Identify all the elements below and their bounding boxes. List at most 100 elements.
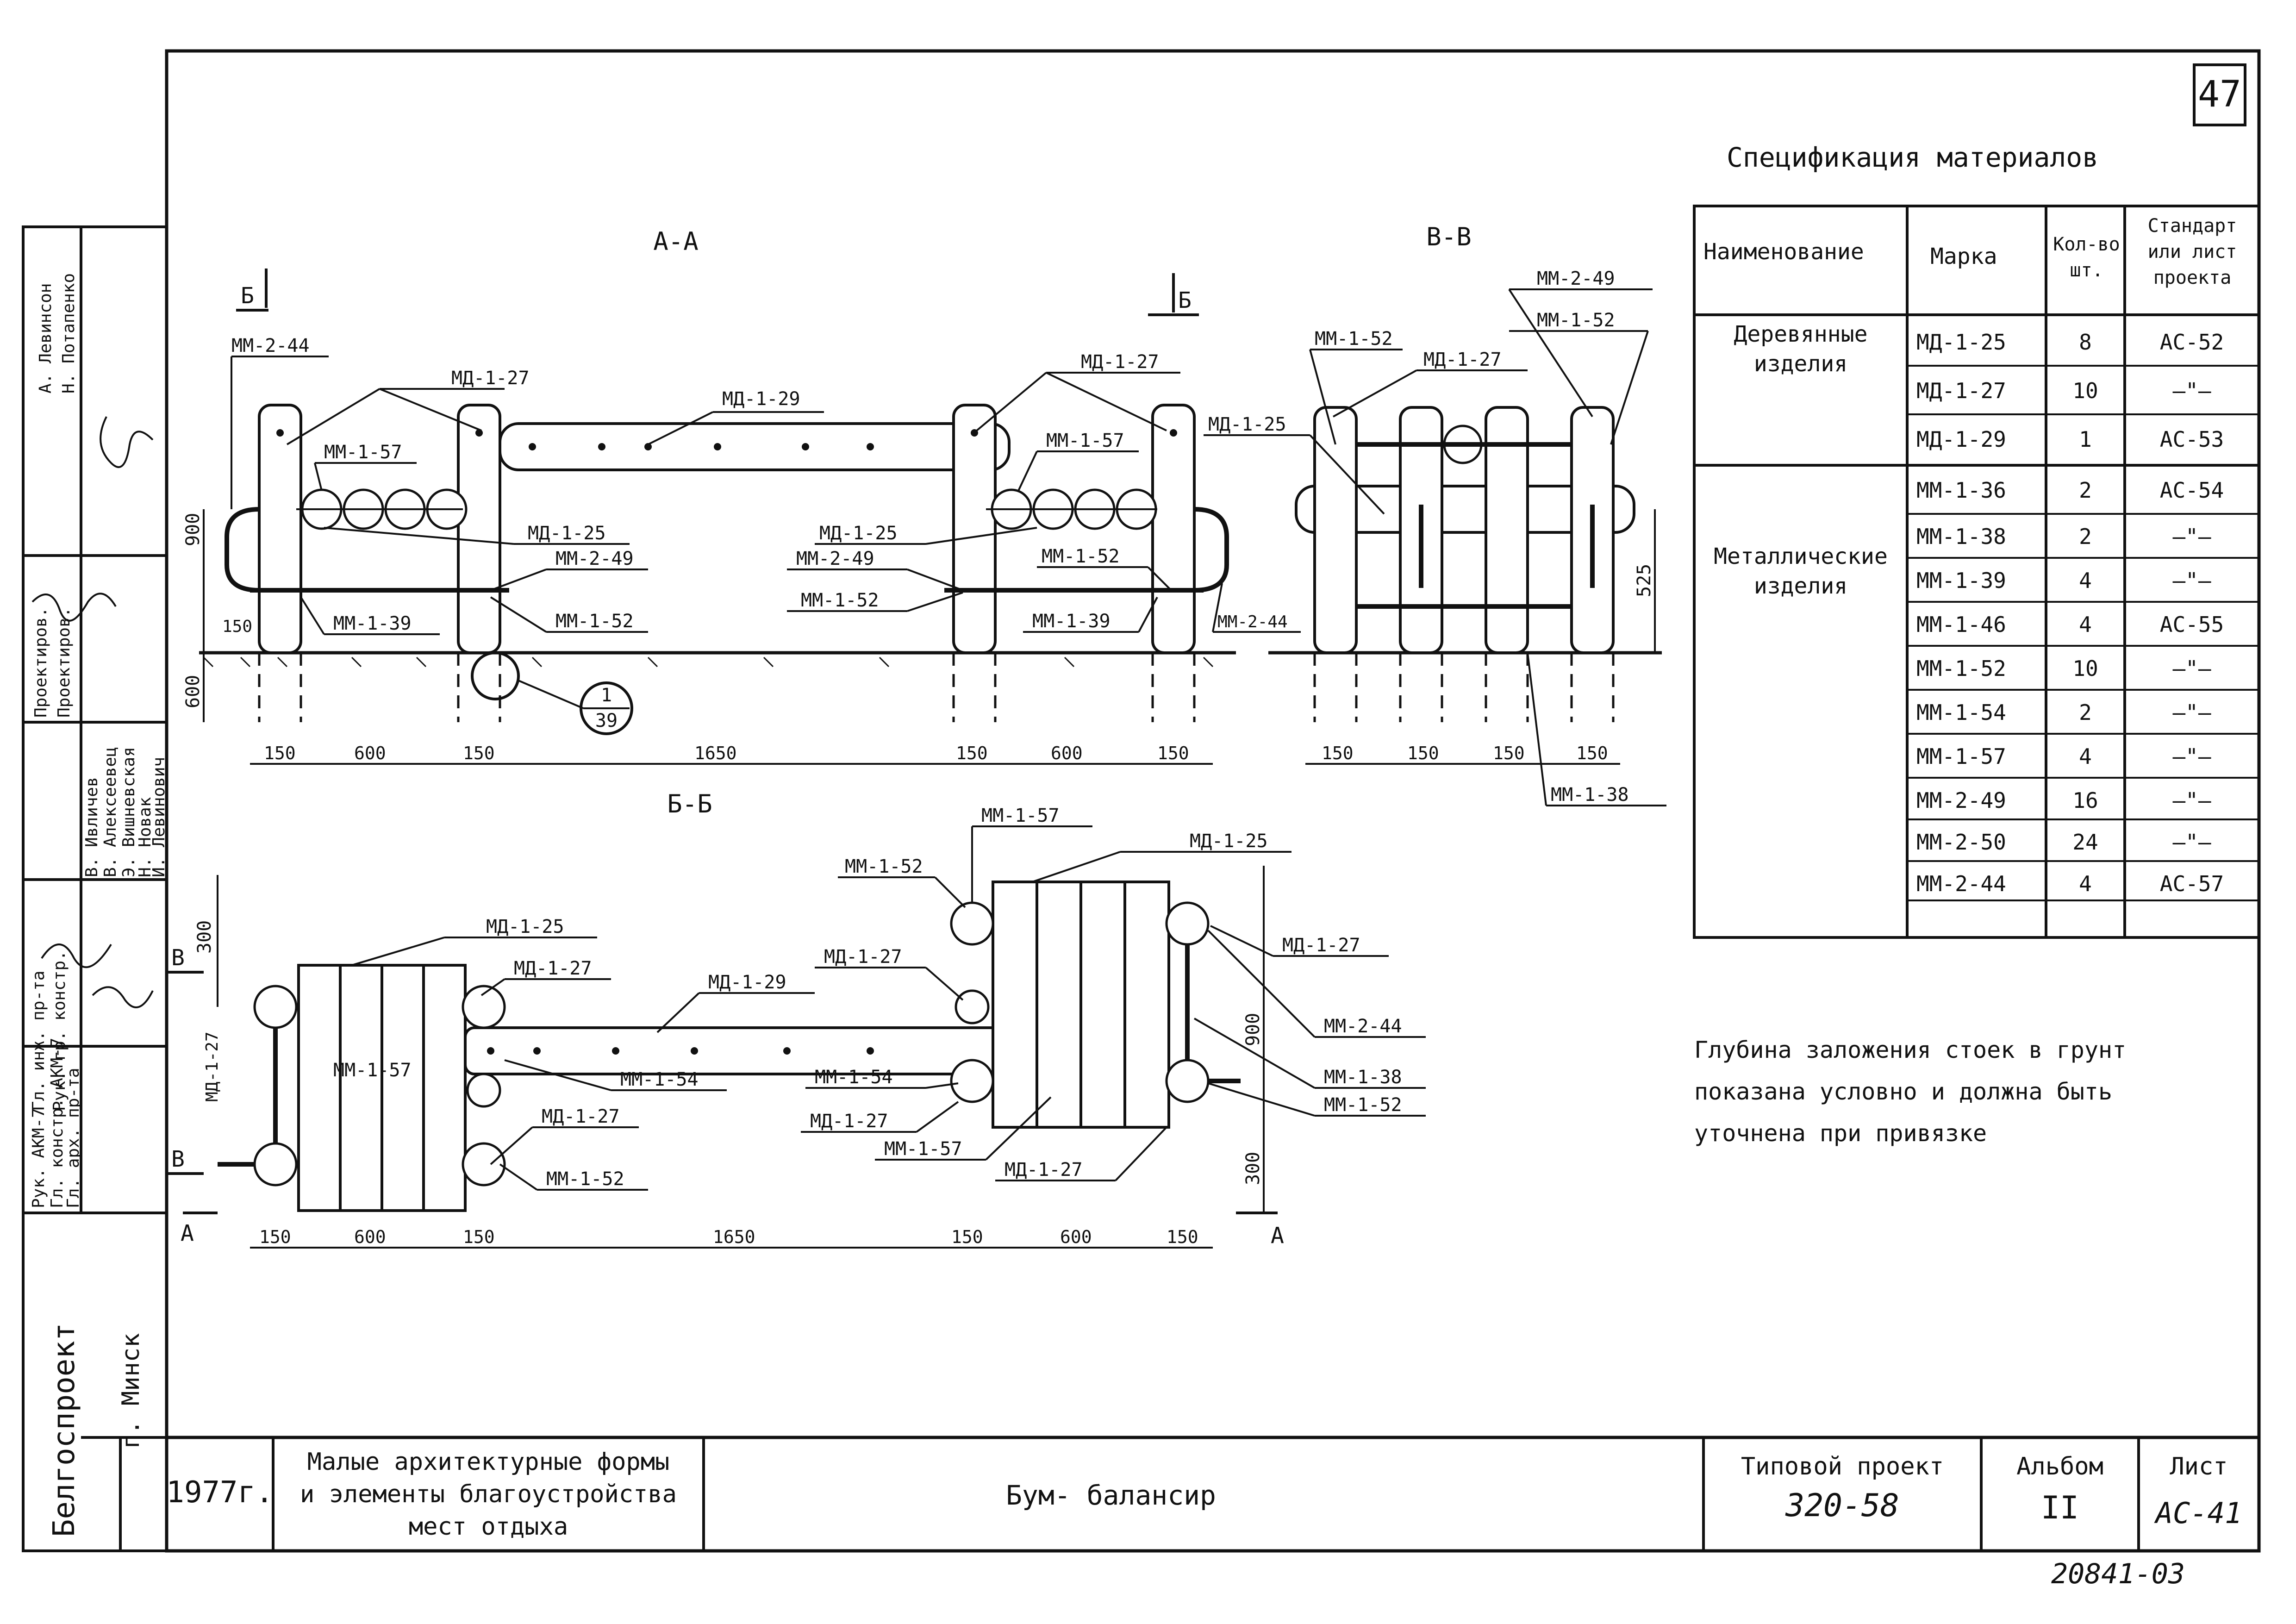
vv-label-md127: МД-1-27 [1423,349,1502,370]
spec-table: Спецификация материалов Наименование Мар… [1693,142,2260,939]
spec-group-wood: Деревянные изделия [1734,321,1868,377]
side-name-6: А. Левинсон [36,283,55,394]
bb-dim-300-b: 300 [1242,1152,1264,1185]
vv-dim-150-1: 150 [1322,743,1354,763]
spec-row-13-mark: ММ-2-44 [1916,871,2006,896]
tb-sheet-num: АС-41 [2154,1496,2242,1530]
aa-label-mm152-a: ММ-1-52 [555,611,634,632]
section-bb: Б-Б В В А [167,789,1426,1249]
spec-row-5-ref: —"— [2172,524,2211,549]
spec-group-metal: Металлические изделия [1714,543,1888,599]
side-role-7: Проектиров. [55,607,74,718]
marker-v-top: В [171,945,185,971]
bb-label-mm154-b: ММ-1-54 [815,1067,893,1088]
marker-a-right: А [1271,1223,1284,1249]
vv-dim-525: 525 [1634,564,1655,597]
spec-row-1-ref: АС-52 [2160,330,2224,355]
spec-row-11-qty: 16 [2072,788,2098,813]
bb-label-md127-b: МД-1-27 [542,1106,620,1127]
aa-label-mm249-b: ММ-2-49 [796,548,874,569]
signature-2 [100,416,154,468]
side-role-3: Гл. арх. пр-та [64,1068,83,1208]
bb-label-md125-b: МД-1-25 [1190,831,1268,852]
side-role-5: Рук. гр. констр. [50,950,69,1111]
aa-label-md127-b: МД-1-27 [1081,351,1159,373]
bb-label-md127-side: МД-1-27 [203,1031,222,1102]
aa-label-md125-a: МД-1-25 [528,523,606,544]
bb-dim-150-1: 150 [259,1227,291,1247]
bb-label-md127-f: МД-1-27 [1282,935,1360,956]
bb-label-mm152-a: ММ-1-52 [546,1168,624,1190]
bb-label-mm244: ММ-2-44 [1324,1016,1402,1037]
spec-row-6-ref: —"— [2172,568,2211,593]
tb-album-label: Альбом [2016,1453,2103,1480]
bb-label-mm157-b: ММ-1-57 [981,805,1060,826]
tb-album-num: II [2041,1490,2079,1526]
tb-desc-3: мест отдыха [409,1513,568,1541]
spec-row-12-qty: 24 [2072,830,2098,855]
tb-name: Бум- балансир [1006,1480,1216,1511]
spec-row-10-mark: ММ-1-57 [1916,744,2006,769]
aa-dim-150-top: 150 [222,617,252,636]
spec-row-9-mark: ММ-1-54 [1916,700,2006,725]
vv-label-mm249: ММ-2-49 [1537,268,1615,289]
detail-sheet: 39 [595,710,618,731]
vv-label-mm152: ММ-1-52 [1537,310,1615,331]
section-aa: А-А Б Б [182,227,1301,765]
spec-row-5-mark: ММ-1-38 [1916,524,2006,549]
side-role-2: Гл. констр. АКМ-7 [48,1038,67,1208]
bb-label-md127-a: МД-1-27 [514,958,592,979]
spec-row-13-ref: АС-57 [2160,871,2224,896]
aa-dim-1650: 1650 [694,743,737,763]
spec-row-3-ref: АС-53 [2160,427,2224,452]
spec-row-2-mark: МД-1-27 [1916,378,2006,403]
bb-label-md127-c: МД-1-27 [824,946,902,968]
section-aa-title: А-А [653,227,699,256]
spec-row-9-qty: 2 [2079,700,2092,725]
section-vv: В-В ММ-2-49 ММ-1-52 ММ-1-52 МД-1-27 МД-1… [1204,222,1666,806]
spec-row-6-mark: ММ-1-39 [1916,568,2006,593]
note-line-1: Глубина заложения стоек в грунт [1694,1037,2126,1063]
bb-dim-1650: 1650 [713,1227,755,1247]
marker-b-right: Б [1178,287,1192,313]
aa-label-mm244-b: ММ-2-44 [1217,612,1288,631]
aa-dim-600-1: 600 [354,743,386,763]
aa-dim-600-2: 600 [1051,743,1083,763]
aa-label-md129: МД-1-29 [722,388,800,410]
spec-row-2-qty: 10 [2072,378,2098,403]
vv-dim-150-4: 150 [1576,743,1608,763]
bb-label-md129: МД-1-29 [708,972,786,993]
side-org: Белгоспроект [47,1323,81,1537]
signature-4 [92,986,154,1008]
side-role-6: Проектиров. [31,607,50,718]
archive-stamp: 20841-03 [2051,1558,2185,1590]
bb-label-mm152-b: ММ-1-52 [845,856,923,877]
spec-header-mark: Марка [1930,244,1997,269]
spec-row-10-ref: —"— [2172,744,2211,769]
aa-dim-150-4: 150 [1157,743,1189,763]
spec-row-8-ref: —"— [2172,656,2211,681]
spec-title: Спецификация материалов [1727,142,2098,173]
bb-label-md127-d: МД-1-27 [810,1111,888,1132]
bb-dim-150-3: 150 [951,1227,983,1247]
spec-row-7-mark: ММ-1-46 [1916,612,2006,637]
aa-label-md125-b: МД-1-25 [819,523,898,544]
spec-row-9-ref: —"— [2172,700,2211,725]
aa-dim-150-3: 150 [956,743,988,763]
aa-label-mm139-b: ММ-1-39 [1032,611,1111,632]
spec-row-12-ref: —"— [2172,830,2211,855]
spec-row-13-qty: 4 [2079,871,2092,896]
spec-row-3-mark: МД-1-29 [1916,427,2006,452]
bb-label-mm138: ММ-1-38 [1324,1067,1402,1088]
note-line-3: уточнена при привязке [1694,1120,1987,1147]
marker-a-left: А [181,1220,194,1246]
aa-label-mm244: ММ-2-44 [231,335,310,356]
signature-1 [31,593,117,622]
spec-row-4-qty: 2 [2079,478,2092,503]
side-name-4: Н. Новак [136,797,155,877]
detail-number: 1 [601,685,612,706]
bb-label-md125-a: МД-1-25 [486,916,564,937]
bb-dim-300-a: 300 [194,920,215,954]
spec-header-qty: Кол-во шт. [2053,234,2120,281]
bb-label-mm152-c: ММ-1-52 [1324,1094,1402,1116]
